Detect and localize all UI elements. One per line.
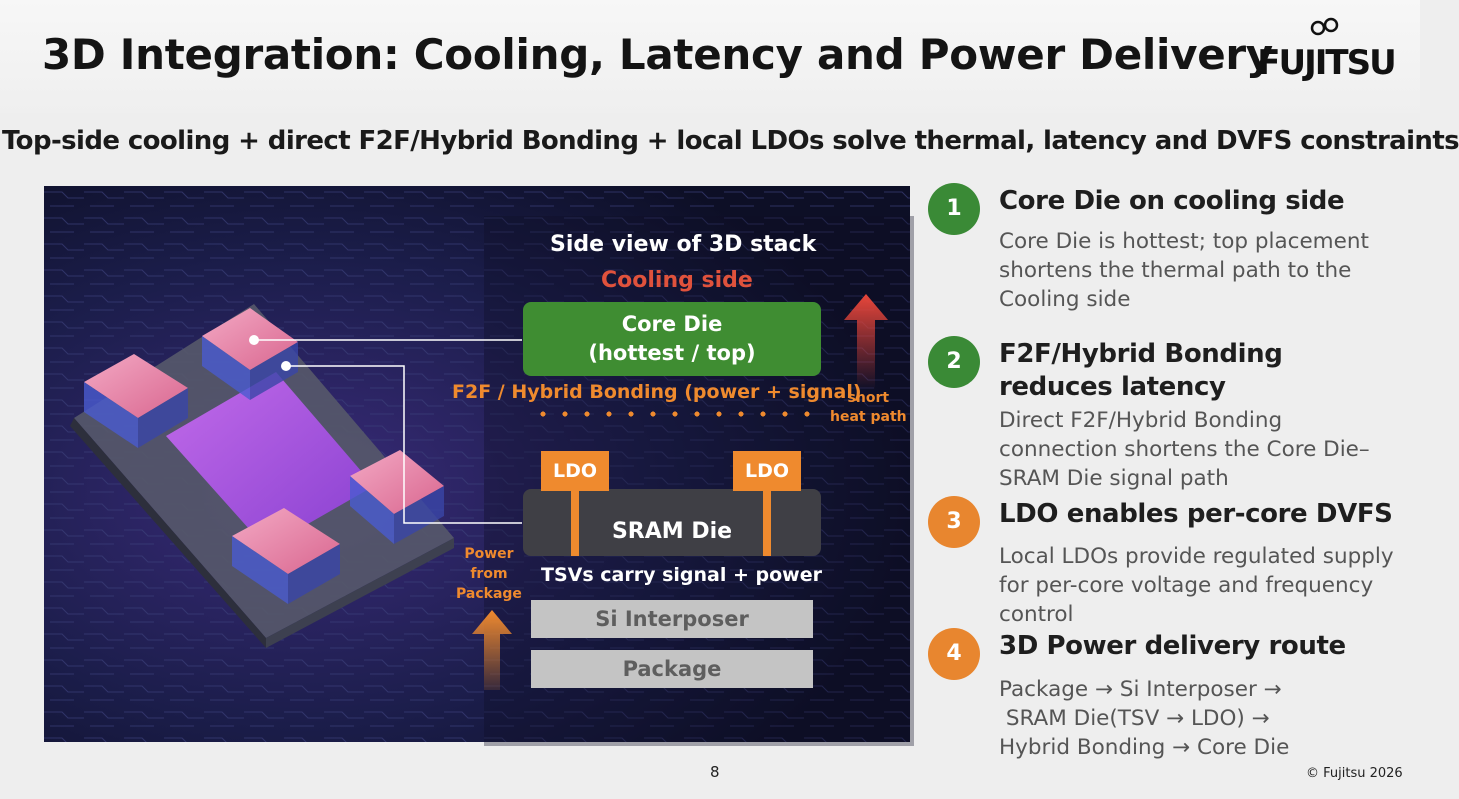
number-badge: 3 (928, 496, 980, 548)
fujitsu-logo: FUJITSU (1257, 17, 1397, 83)
package-bar: Package (531, 650, 813, 688)
ldo-pin-left (571, 466, 579, 556)
power-from-package-label: Power from Package (456, 544, 522, 604)
power-up-arrow-icon (472, 610, 512, 690)
point-body: Direct F2F/Hybrid Bonding connection sho… (999, 408, 1370, 491)
bonding-label: F2F / Hybrid Bonding (power + signal) (452, 381, 862, 403)
short-heat-path-label: short heat path (830, 389, 907, 427)
logo-text: FUJITSU (1257, 43, 1394, 83)
point-body: Package → Si Interposer → SRAM Die(TSV →… (999, 675, 1399, 762)
tsvs-label: TSVs carry signal + power (541, 564, 822, 586)
slide-subtitle: Top-side cooling + direct F2F/Hybrid Bon… (2, 126, 1459, 156)
chiplet-stacks (84, 308, 444, 604)
sram-die-label: SRAM Die (611, 519, 733, 544)
core-die-sublabel: (hottest / top) (588, 341, 756, 365)
sram-die-block: SRAM Die (523, 489, 821, 556)
ldo-right: LDO (733, 451, 801, 491)
core-die-block: Core Die (hottest / top) (523, 302, 821, 376)
side-view-title: Side view of 3D stack (550, 232, 817, 257)
core-die-label: Core Die (621, 312, 723, 336)
route-line: SRAM Die(TSV → LDO) → (999, 706, 1270, 731)
short-heat-line2: heat path (830, 409, 907, 425)
power-line3: Package (456, 586, 522, 602)
short-heat-line1: short (847, 390, 890, 406)
page-number: 8 (710, 763, 720, 781)
route-line: Hybrid Bonding → Core Die (999, 735, 1290, 760)
ldo-left: LDO (541, 451, 609, 491)
si-interposer-bar: Si Interposer (531, 600, 813, 638)
point-heading: Core Die on cooling side (999, 186, 1345, 216)
point-body: Core Die is hottest; top placement short… (999, 229, 1369, 312)
cooling-side-label: Cooling side (601, 268, 753, 293)
point-heading: LDO enables per-core DVFS (999, 499, 1393, 529)
stack-figure: Side view of 3D stack Cooling side Core … (44, 186, 914, 746)
number-badge: 1 (928, 183, 980, 235)
bonding-dots (532, 411, 818, 417)
copyright: © Fujitsu 2026 (1306, 766, 1403, 781)
point-heading: F2F/Hybrid Bonding reduces latency (999, 339, 1283, 402)
point-heading: 3D Power delivery route (999, 631, 1346, 661)
heat-up-arrow-icon (844, 294, 888, 390)
ldo-pin-right (763, 466, 771, 556)
number-badge: 4 (928, 628, 980, 680)
point-body: Local LDOs provide regulated supply for … (999, 544, 1394, 627)
slide-title: 3D Integration: Cooling, Latency and Pow… (42, 30, 1273, 79)
power-line1: Power (464, 546, 514, 562)
slide-header: 3D Integration: Cooling, Latency and Pow… (0, 0, 1420, 113)
power-line2: from (470, 566, 508, 582)
number-badge: 2 (928, 336, 980, 388)
route-line: Package → Si Interposer → (999, 677, 1282, 702)
